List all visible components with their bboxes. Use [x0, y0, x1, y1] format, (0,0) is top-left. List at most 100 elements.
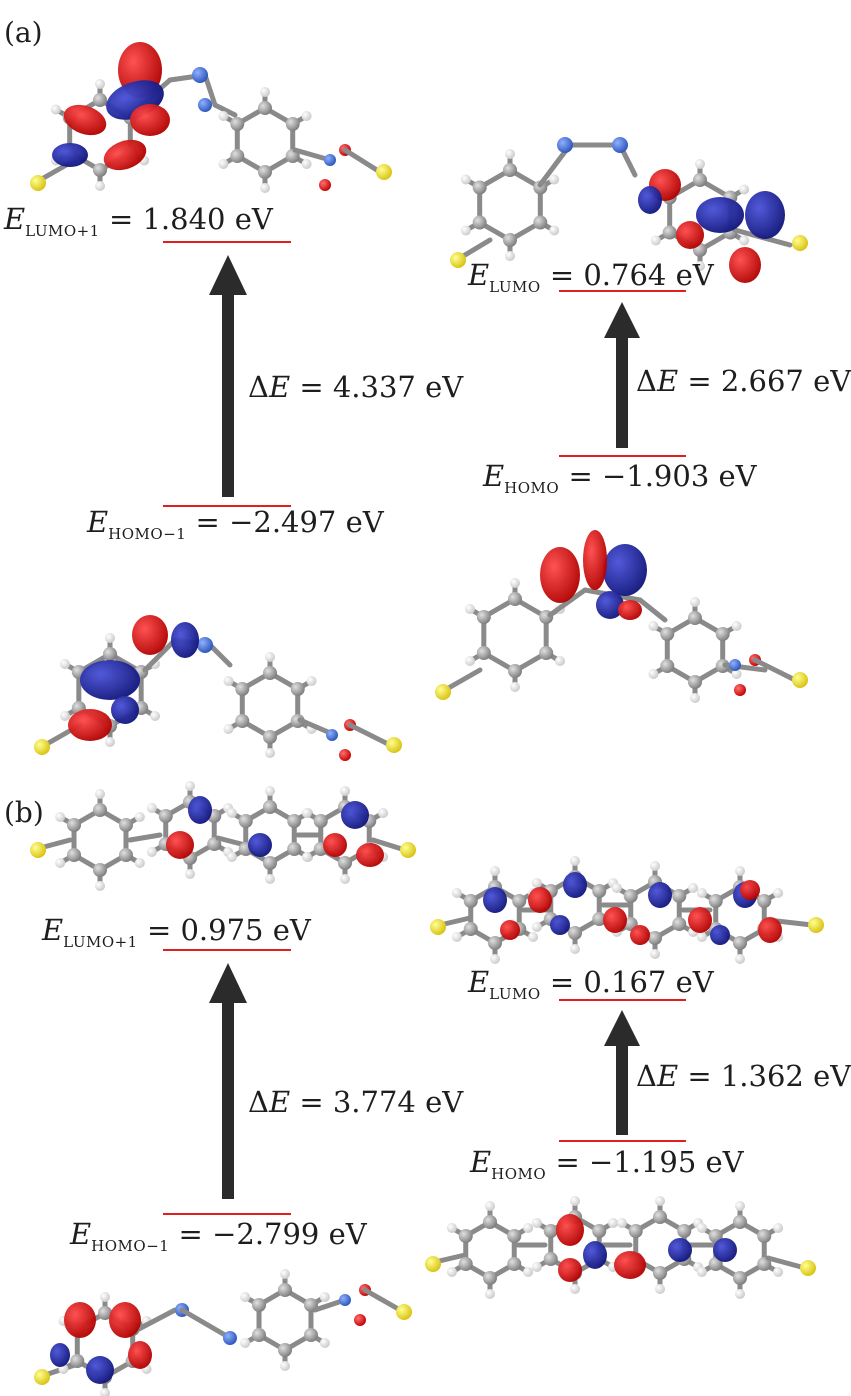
carbon-atom	[672, 889, 687, 903]
orbital-lobe-positive	[618, 600, 642, 620]
hydrogen-atom	[523, 1267, 534, 1277]
hydrogen-atom	[531, 878, 542, 888]
carbon-atom	[287, 842, 302, 856]
homo-minus1-label-b: EHOMO−1 = −2.799 eV	[70, 1217, 367, 1255]
carbon-atom	[93, 803, 107, 817]
hydrogen-atom	[301, 111, 312, 121]
orbital-lobe-positive	[603, 907, 627, 933]
carbon-atom	[252, 1298, 267, 1312]
hydrogen-atom	[505, 149, 515, 159]
hydrogen-atom	[695, 159, 705, 169]
hydrogen-atom	[446, 1223, 457, 1233]
hydrogen-atom	[340, 874, 350, 884]
hydrogen-atom	[460, 225, 471, 236]
carbon-atom	[688, 675, 702, 689]
sulfur-atom	[376, 164, 392, 180]
hydrogen-atom	[655, 1196, 665, 1206]
orbital-lobe-negative	[696, 197, 744, 233]
oxygen-atom	[319, 179, 331, 191]
orbital-lobe-negative	[341, 801, 369, 829]
carbon-atom	[503, 163, 517, 177]
hydrogen-atom	[570, 1284, 580, 1294]
carbon-atom	[476, 610, 491, 624]
bond	[347, 722, 393, 748]
hydrogen-atom	[464, 604, 475, 614]
orbital-lobe-positive	[758, 917, 782, 943]
carbon-atom	[592, 912, 607, 926]
carbon-atom	[508, 592, 522, 606]
carbon-atom	[628, 1224, 643, 1238]
hydrogen-atom	[301, 808, 312, 818]
sulfur-atom	[400, 842, 416, 858]
hydrogen-atom	[688, 883, 699, 893]
carbon-atom	[258, 165, 272, 179]
carbon-atom	[483, 1271, 497, 1285]
hydrogen-atom	[731, 669, 742, 679]
sulfur-atom	[34, 1369, 50, 1385]
hydrogen-atom	[616, 1218, 627, 1228]
bond	[179, 1307, 228, 1338]
hydrogen-atom	[739, 184, 750, 195]
carbon-atom	[463, 922, 478, 936]
hydrogen-atom	[59, 711, 70, 721]
sulfur-atom	[792, 235, 808, 251]
carbon-atom	[733, 1215, 747, 1229]
hydrogen-atom	[570, 856, 580, 866]
orbital-lobe-positive	[323, 833, 347, 857]
sulfur-atom	[792, 672, 808, 688]
hydrogen-atom	[280, 1361, 290, 1371]
sulfur-atom	[808, 917, 824, 933]
hydrogen-atom	[260, 87, 270, 97]
carbon-atom	[677, 1224, 692, 1238]
carbon-atom	[67, 848, 82, 862]
hydrogen-atom	[510, 578, 520, 588]
carbon-atom	[263, 856, 277, 870]
hydrogen-atom	[549, 225, 560, 236]
carbon-atom	[458, 1257, 473, 1271]
orbital-lobe-positive	[500, 920, 520, 940]
carbon-atom	[533, 215, 548, 230]
hydrogen-atom	[265, 652, 275, 662]
hydrogen-atom	[105, 633, 115, 643]
carbon-atom	[507, 1229, 522, 1243]
hydrogen-atom	[50, 104, 61, 115]
carbon-atom	[103, 647, 117, 661]
carbon-atom	[757, 894, 772, 908]
carbon-atom	[263, 800, 277, 814]
orbital-lobe-negative	[713, 1238, 737, 1262]
hydrogen-atom	[185, 781, 195, 791]
panel-label-b: (b)	[4, 796, 44, 829]
bond	[442, 667, 483, 693]
orbital-lobe-positive	[740, 880, 760, 900]
hydrogen-atom	[226, 808, 237, 818]
carbon-atom	[688, 611, 702, 625]
hydrogen-atom	[696, 888, 707, 898]
bond	[202, 72, 218, 108]
orbital-lobe-positive	[64, 1302, 96, 1338]
carbon-atom	[263, 666, 277, 680]
orbital-lobe-positive	[630, 925, 650, 945]
hydrogen-atom	[265, 874, 275, 884]
nitrogen-atom	[326, 729, 338, 741]
orbital-lobe-negative	[248, 833, 272, 857]
orbital-lobe-negative	[188, 796, 212, 824]
lumo-label-a: ELUMO = 0.764 eV	[468, 258, 714, 296]
hydrogen-atom	[773, 888, 784, 898]
hydrogen-atom	[146, 847, 157, 857]
carbon-atom	[543, 1252, 558, 1266]
oxygen-atom	[354, 1314, 366, 1326]
hydrogen-atom	[301, 159, 312, 169]
hydrogen-atom	[731, 621, 742, 631]
sulfur-atom	[30, 842, 46, 858]
orbital-lobe-negative	[563, 872, 587, 898]
orbital-lobe-negative	[648, 882, 672, 908]
hydrogen-atom	[549, 174, 560, 185]
hydrogen-atom	[319, 1292, 330, 1302]
carbon-atom	[757, 1229, 772, 1243]
carbon-atom	[285, 117, 300, 131]
orbital-lobe-positive	[356, 843, 384, 867]
orbital-lobe-positive	[558, 1258, 582, 1282]
carbon-atom	[472, 180, 487, 195]
carbon-atom	[93, 93, 107, 107]
hydrogen-atom	[735, 1289, 745, 1299]
